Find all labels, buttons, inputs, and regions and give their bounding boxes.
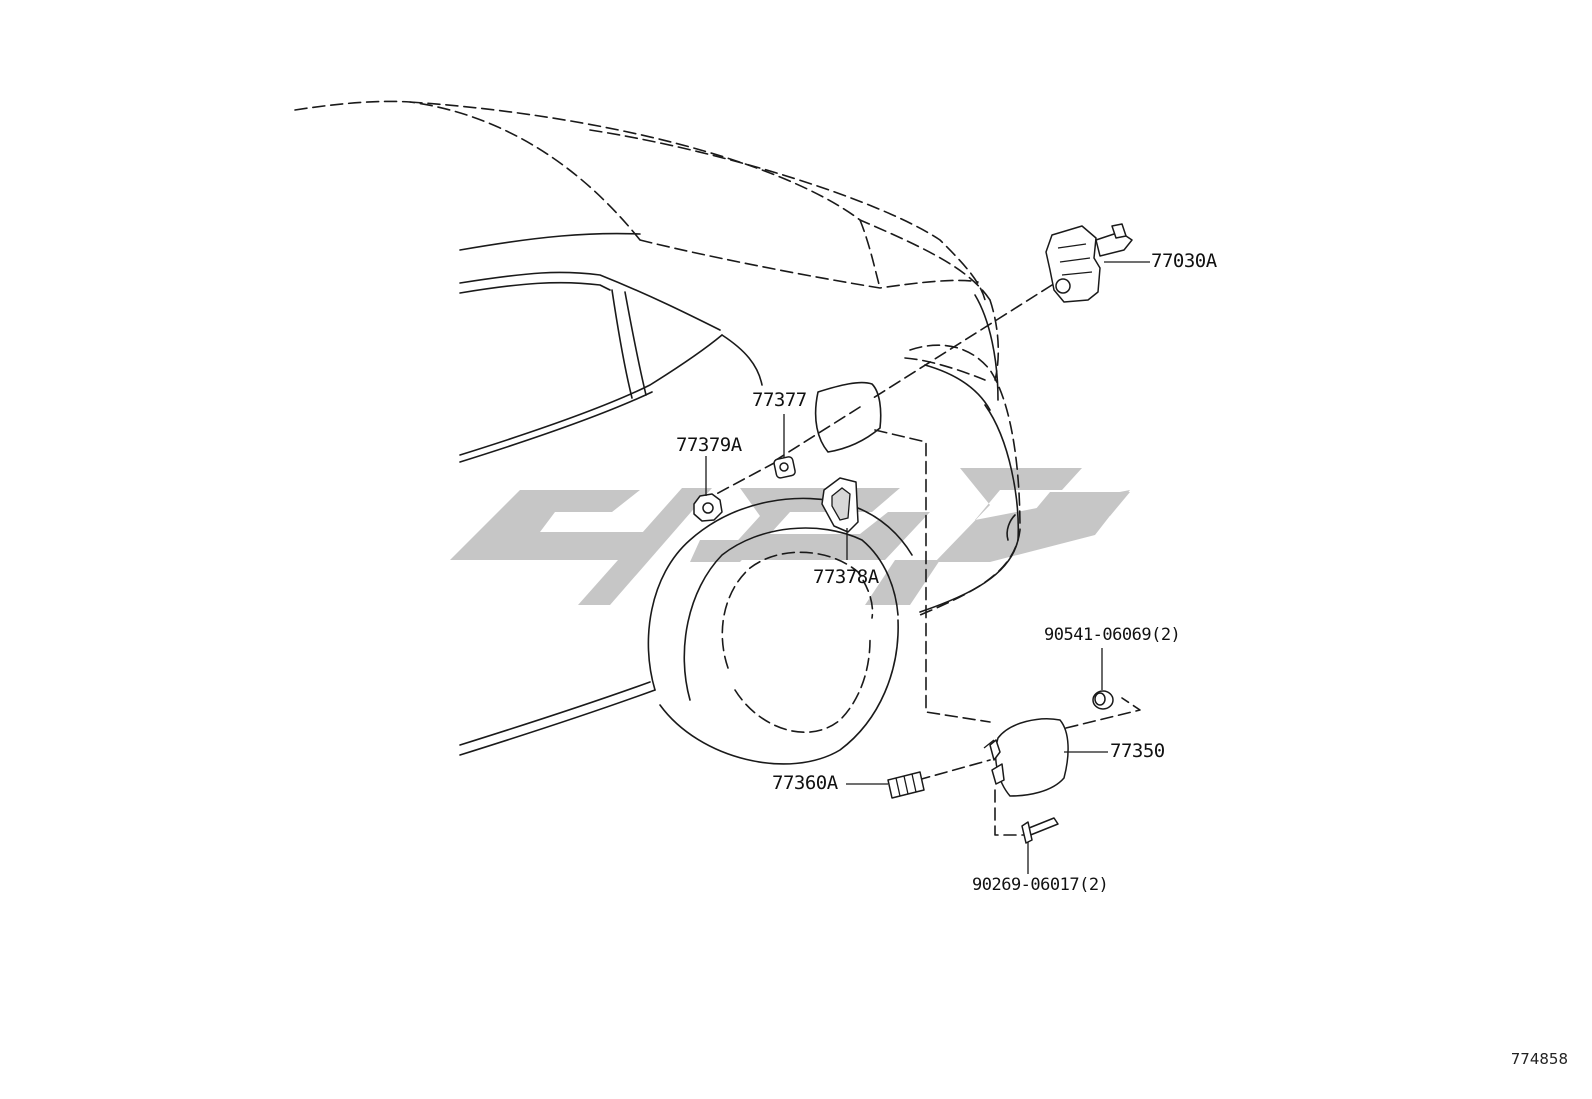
callout-77377: 77377 [752,389,807,411]
fuel-lid-housing-part [773,456,796,479]
callout-77030A: 77030A [1151,250,1217,272]
fuel-lid-panel [983,718,1069,797]
callout-77378A: 77378A [813,566,879,588]
fuel-door-opening [814,381,882,453]
fuel-lid-lock-actuator [1045,223,1133,303]
callout-90269-06017: 90269-06017(2) [972,875,1109,895]
callout-leaders [705,261,1150,874]
callout-77350: 77350 [1110,740,1165,762]
fuel-lid-rivet-part [1021,817,1059,844]
fuel-lid-cushion-part [1092,690,1114,710]
fuel-lid-hinge-part [887,771,925,799]
callout-90541-06069: 90541-06069(2) [1044,625,1181,645]
fuel-lid-bushing-part [693,493,723,522]
fuel-lid-holder-part [821,477,859,533]
brand-logo-watermark-icon [450,468,1130,605]
assembly-guide-lines [704,284,1141,836]
diagram-id-number: 774858 [1510,1050,1568,1068]
rear-wheel-arch [459,497,913,765]
vehicle-body-lines [459,232,1020,613]
callout-77379A: 77379A [676,434,742,456]
callout-77360A: 77360A [772,772,838,794]
